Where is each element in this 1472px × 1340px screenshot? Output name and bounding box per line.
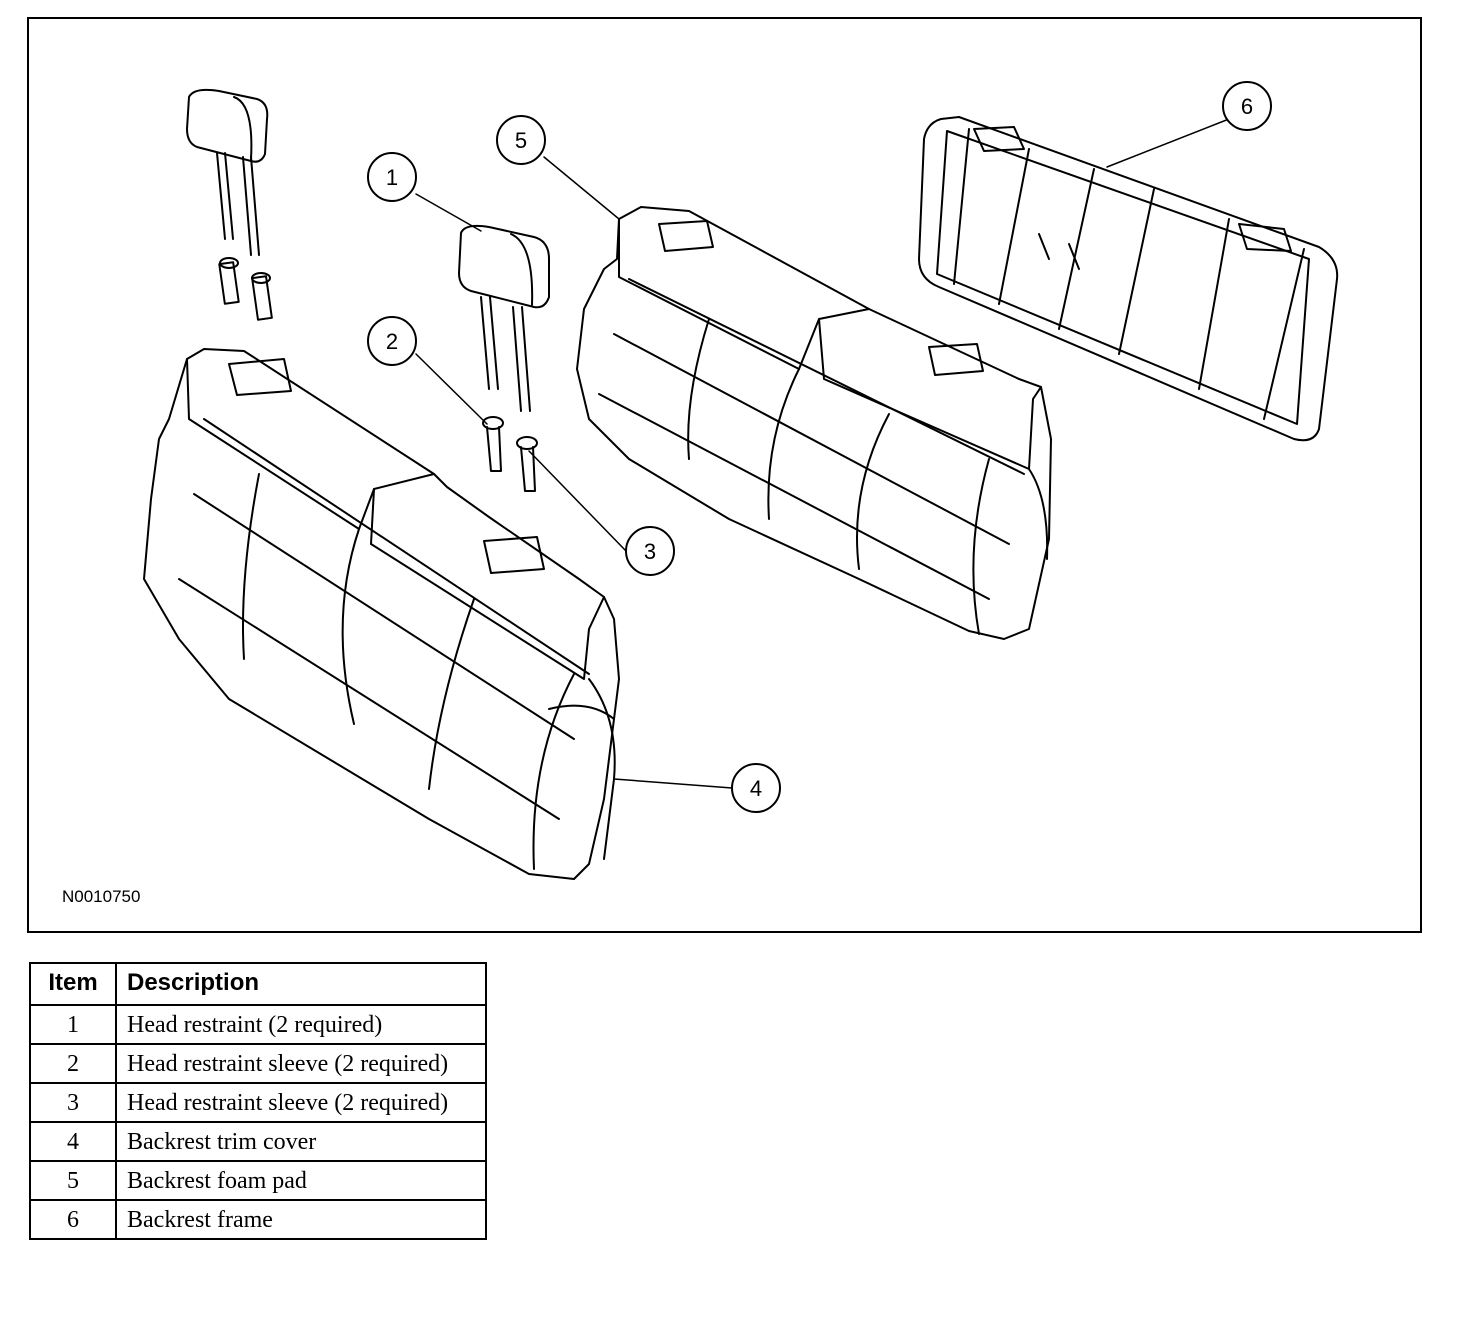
legend-table: Item Description 1 Head restraint (2 req… [29, 962, 487, 1240]
item-number: 1 [29, 1004, 117, 1045]
item-number: 4 [29, 1121, 117, 1162]
callout-1 [367, 152, 417, 202]
callout-4 [731, 763, 781, 813]
leader-lines [415, 118, 1230, 789]
item-number: 2 [29, 1043, 117, 1084]
table-row: 5 Backrest foam pad [29, 1160, 487, 1201]
callout-label-4: 4 [750, 776, 762, 801]
legend-header-item: Item [29, 962, 117, 1006]
head-restraint-item-1 [458, 224, 550, 412]
item-description: Backrest foam pad [115, 1160, 487, 1201]
sleeves-left [218, 257, 273, 321]
callout-label-6: 6 [1241, 94, 1253, 119]
table-row: 2 Head restraint sleeve (2 required) [29, 1043, 487, 1084]
callout-5 [496, 115, 546, 165]
sleeve-item-2 [482, 416, 504, 472]
callout-label-2: 2 [386, 329, 398, 354]
table-row: 4 Backrest trim cover [29, 1121, 487, 1162]
item-description: Head restraint sleeve (2 required) [115, 1082, 487, 1123]
sleeve-item-3 [516, 436, 538, 492]
backrest-frame-item-6 [918, 116, 1339, 442]
legend-header-row: Item Description [29, 962, 487, 1006]
item-description: Backrest trim cover [115, 1121, 487, 1162]
item-number: 6 [29, 1199, 117, 1240]
table-row: 6 Backrest frame [29, 1199, 487, 1240]
legend-header-description: Description [115, 962, 487, 1006]
table-row: 3 Head restraint sleeve (2 required) [29, 1082, 487, 1123]
item-description: Head restraint sleeve (2 required) [115, 1043, 487, 1084]
backrest-foam-pad-item-5 [576, 206, 1052, 640]
item-number: 5 [29, 1160, 117, 1201]
callout-3 [625, 526, 675, 576]
backrest-trim-cover-item-4 [143, 348, 620, 880]
callout-label-5: 5 [515, 128, 527, 153]
item-number: 3 [29, 1082, 117, 1123]
table-row: 1 Head restraint (2 required) [29, 1004, 487, 1045]
head-restraint-left [186, 88, 269, 256]
callout-label-1: 1 [386, 165, 398, 190]
figure-id-label: N0010750 [62, 887, 141, 906]
exploded-view-figure: 1 2 3 4 5 6 N0010750 [27, 17, 1422, 933]
item-description: Backrest frame [115, 1199, 487, 1240]
callout-6 [1222, 81, 1272, 131]
item-description: Head restraint (2 required) [115, 1004, 487, 1045]
callout-label-3: 3 [644, 539, 656, 564]
seat-backrest-diagram: 1 2 3 4 5 6 [143, 81, 1339, 880]
callout-2 [367, 316, 417, 366]
